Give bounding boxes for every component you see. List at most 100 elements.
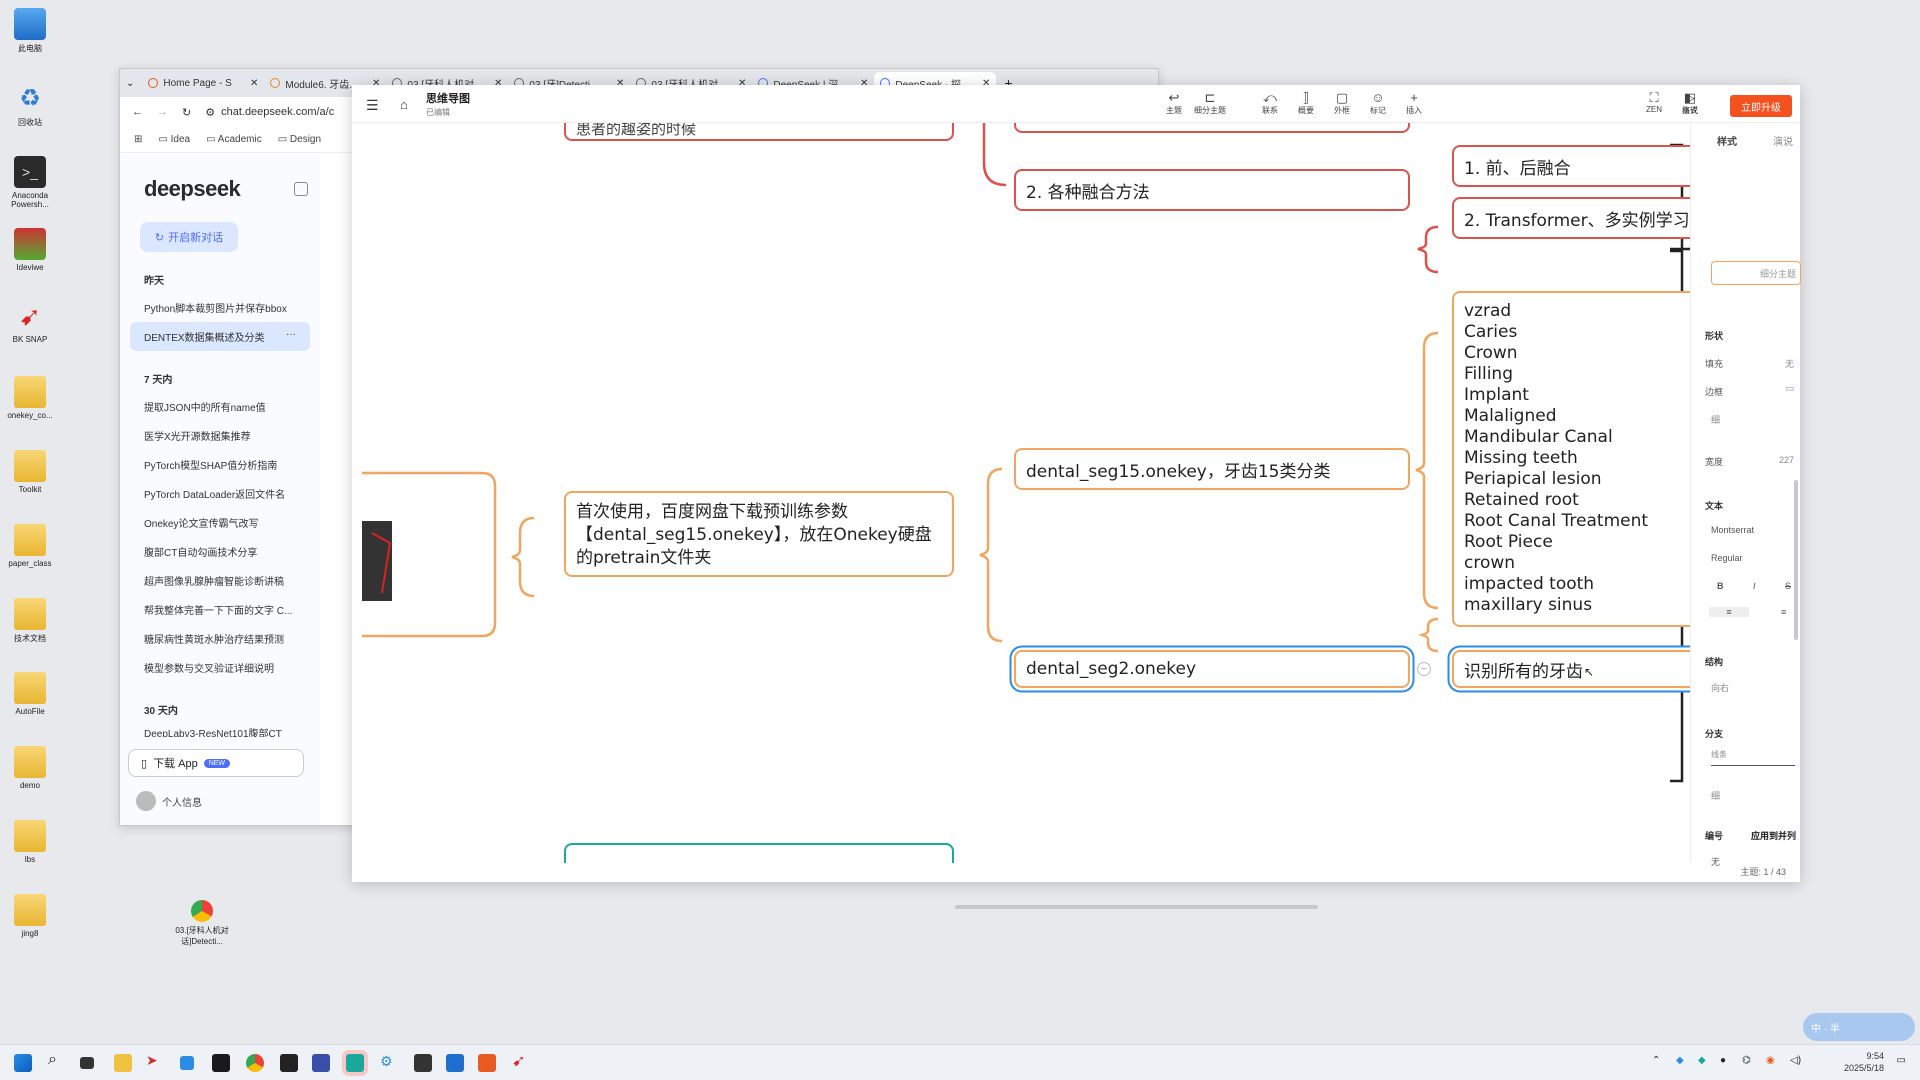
horizontal-scrollbar[interactable] xyxy=(955,905,1318,909)
align-left-icon[interactable]: ≡ xyxy=(1709,607,1749,617)
search-icon[interactable]: ⌕ xyxy=(48,1051,57,1068)
tray-app-icon[interactable]: ◉ xyxy=(1766,1055,1775,1066)
apply-to-siblings-button[interactable]: 应用到并列 xyxy=(1750,831,1796,841)
fill-value[interactable]: 无 xyxy=(1784,359,1794,369)
apps-grid-icon[interactable]: ⊞ xyxy=(134,134,143,145)
browser-tab-2[interactable]: Module6. 牙齿...✕ xyxy=(264,72,386,94)
more-icon[interactable]: ··· xyxy=(286,329,296,340)
desktop-icon-folder-5[interactable]: AutoFile xyxy=(4,672,56,716)
node-top-cut[interactable]: 患者的趣姿的时候 xyxy=(564,123,954,141)
insert-tool-button[interactable]: +插入 xyxy=(1394,91,1434,116)
app-icon[interactable] xyxy=(280,1054,298,1072)
desktop-icon-bk-snap[interactable]: ➹BK SNAP xyxy=(12,300,48,345)
pycharm-icon[interactable] xyxy=(212,1054,230,1072)
line-thickness[interactable]: 细 xyxy=(1711,791,1721,801)
node-seg15[interactable]: dental_seg15.onekey，牙齿15类分类 xyxy=(1014,448,1410,490)
font-family-select[interactable]: Montserrat xyxy=(1711,525,1755,535)
clock[interactable]: 9:54 2025/5/18 xyxy=(1843,1051,1884,1073)
notification-icon[interactable]: ▭ xyxy=(1896,1055,1906,1066)
history-item[interactable]: 糖尿病性黄斑水肿治疗结果预测 xyxy=(144,635,284,646)
vscode-icon[interactable] xyxy=(180,1056,194,1070)
topic-tool-button[interactable]: ↩主题 xyxy=(1154,91,1194,116)
node-top-right-cut[interactable] xyxy=(1014,123,1410,133)
desktop-icon-this-pc[interactable]: 此电脑 xyxy=(4,8,56,54)
collapse-branch-button[interactable]: − xyxy=(1417,662,1431,676)
desktop-chrome-shortcut[interactable]: 03.[牙科人机对话]Detecti... xyxy=(172,900,232,947)
active-app-icon[interactable] xyxy=(346,1054,364,1072)
vertical-scrollbar[interactable] xyxy=(1794,480,1798,640)
pitch-mode-button[interactable]: ▷演说 xyxy=(1670,91,1710,116)
format-panel-button[interactable]: ◧格式 xyxy=(1670,91,1710,116)
desktop-icon-folder-4[interactable]: 技术文档 xyxy=(4,598,56,644)
snap-app-icon[interactable]: ➹ xyxy=(512,1053,526,1070)
app-icon[interactable] xyxy=(312,1054,330,1072)
bookmark-design[interactable]: ▭ Design xyxy=(277,134,322,145)
close-tab-icon[interactable]: ✕ xyxy=(616,77,625,89)
tab-style[interactable]: 样式 xyxy=(1717,137,1737,148)
close-tab-icon[interactable]: ✕ xyxy=(860,77,869,89)
node-fusion-methods[interactable]: 2. 各种融合方法 xyxy=(1014,169,1410,211)
profile-button[interactable]: 个人信息 xyxy=(136,791,202,811)
new-tab-button[interactable]: + xyxy=(1004,75,1013,91)
history-item[interactable]: Onekey论文宣传霸气改写 xyxy=(144,519,259,530)
chrome-icon[interactable] xyxy=(246,1054,264,1072)
site-info-icon[interactable]: ⚙ xyxy=(205,106,216,119)
bold-button[interactable]: B xyxy=(1717,581,1724,591)
align-center-icon[interactable]: ≡ xyxy=(1781,607,1787,617)
line-style-select[interactable] xyxy=(1711,765,1795,766)
tray-app-icon[interactable]: ◆ xyxy=(1698,1055,1706,1066)
desktop-icon-folder-2[interactable]: Toolkit xyxy=(4,450,56,494)
branch-section[interactable]: 分支 xyxy=(1705,729,1724,739)
microphone-icon[interactable]: ● xyxy=(1720,1055,1727,1066)
url-field[interactable]: chat.deepseek.com/a/c xyxy=(221,106,335,118)
history-item[interactable]: 超声图像乳腺肿瘤智能诊断讲稿 xyxy=(144,577,284,588)
close-tab-icon[interactable]: ✕ xyxy=(494,77,503,89)
history-item-selected[interactable]: DENTEX数据集概述及分类··· xyxy=(130,322,310,351)
app-icon[interactable] xyxy=(478,1054,496,1072)
history-item[interactable]: DeepLabv3-ResNet101腹部CT xyxy=(144,729,282,737)
numbering-select[interactable]: 无 xyxy=(1711,857,1721,867)
task-view-icon[interactable] xyxy=(80,1057,94,1069)
shape-section[interactable]: 形状 xyxy=(1705,331,1724,341)
history-item[interactable]: Python脚本裁剪图片并保存bbox xyxy=(144,304,287,315)
close-tab-icon[interactable]: ✕ xyxy=(738,77,747,89)
boundary-tool-button[interactable]: ▢外框 xyxy=(1322,91,1362,116)
italic-button[interactable]: I xyxy=(1753,581,1756,591)
desktop-icon-folder-8[interactable]: jing8 xyxy=(4,894,56,938)
bookmark-academic[interactable]: ▭ Academic xyxy=(206,134,262,145)
text-section[interactable]: 文本 xyxy=(1705,501,1724,511)
app-icon[interactable] xyxy=(446,1054,464,1072)
history-item[interactable]: PyTorch模型SHAP值分析指南 xyxy=(144,461,278,472)
history-item[interactable]: PyTorch DataLoader返回文件名 xyxy=(144,490,286,501)
relation-tool-button[interactable]: ⤺联系 xyxy=(1250,91,1290,116)
tray-app-icon[interactable]: ◆ xyxy=(1676,1055,1684,1066)
desktop-icon-folder-1[interactable]: onekey_co... xyxy=(4,376,56,420)
ime-indicator[interactable]: 中 · 半 xyxy=(1803,1013,1915,1041)
width-value[interactable]: 227 xyxy=(1778,455,1794,465)
collapse-sidebar-icon[interactable] xyxy=(294,182,308,196)
font-weight-select[interactable]: Regular xyxy=(1711,553,1743,563)
home-icon[interactable]: ⌂ xyxy=(400,97,408,112)
tray-chevron-icon[interactable]: ⌃ xyxy=(1652,1055,1661,1066)
node-bottom-cut[interactable] xyxy=(564,843,954,863)
mindmap-canvas[interactable]: 患者的趣姿的时候 2. 各种融合方法 1. 前、后融合 2. Transform… xyxy=(352,123,1800,863)
forward-icon[interactable]: → xyxy=(157,106,168,118)
desktop-icon-anaconda[interactable]: >_Anaconda Powersh... xyxy=(4,156,56,209)
file-explorer-icon[interactable] xyxy=(114,1054,132,1072)
border-shape-icon[interactable]: ▭ xyxy=(1785,383,1794,393)
network-icon[interactable]: ⌬ xyxy=(1742,1055,1751,1066)
strike-button[interactable]: S xyxy=(1785,581,1792,591)
history-item[interactable]: 医学X光开源数据集推荐 xyxy=(144,432,251,443)
network-app-icon[interactable]: ⚙ xyxy=(380,1053,393,1069)
volume-icon[interactable]: ◁) xyxy=(1790,1055,1802,1066)
desktop-icon-folder-7[interactable]: lbs xyxy=(4,820,56,864)
close-tab-icon[interactable]: ✕ xyxy=(982,77,991,89)
reload-icon[interactable]: ↻ xyxy=(182,106,192,119)
tab-slide[interactable]: 演说 xyxy=(1773,137,1793,148)
history-item[interactable]: 帮我整体完善一下下面的文字 C... xyxy=(144,606,293,617)
subtopic-tool-button[interactable]: ⊏细分主题 xyxy=(1190,91,1230,116)
snipping-tool-icon[interactable]: ➤ xyxy=(146,1052,158,1068)
browser-tab-1[interactable]: Home Page - S✕ xyxy=(142,72,264,94)
desktop-icon-ideviwe[interactable]: Ideviwe xyxy=(4,228,56,272)
